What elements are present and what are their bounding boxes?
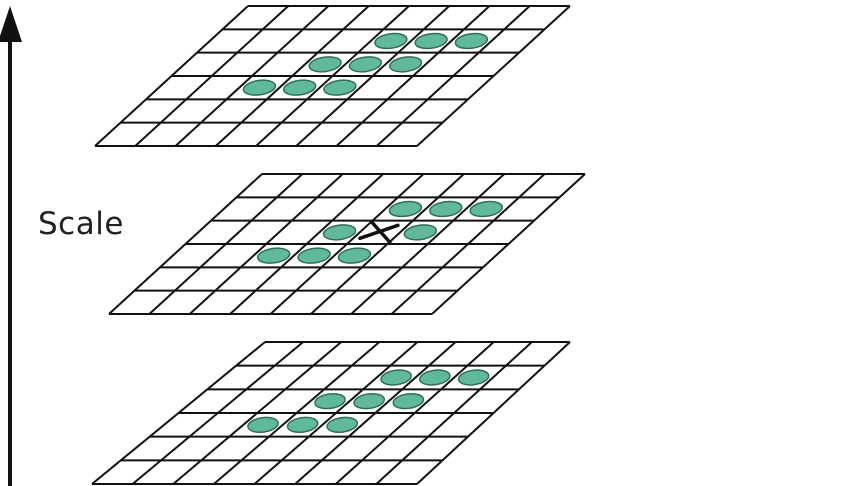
neighbor-marker <box>392 392 425 410</box>
grid-column-line <box>174 5 330 147</box>
neighbor-marker <box>314 392 346 410</box>
scale-axis-arrowhead <box>0 6 22 42</box>
grid-column-line <box>148 173 304 315</box>
neighbor-marker <box>374 32 408 50</box>
neighbor-marker <box>337 247 372 264</box>
grid-column-line <box>416 341 571 485</box>
grid-layer-upper-scale <box>94 5 571 147</box>
grid-column-line <box>215 5 370 147</box>
neighbor-marker <box>403 224 438 241</box>
grid-column-line <box>294 341 457 485</box>
neighbor-marker <box>469 200 503 218</box>
sample-point-cross <box>358 220 400 245</box>
grid-column-line <box>189 173 344 315</box>
grid-column-line <box>94 5 249 147</box>
neighbor-marker <box>380 369 413 386</box>
neighbor-marker <box>348 56 383 73</box>
grid-column-line <box>431 173 586 315</box>
grid-column-line <box>375 341 533 485</box>
grid-column-line <box>213 341 381 485</box>
grid-column-line <box>91 341 266 485</box>
neighbor-marker <box>297 247 331 264</box>
grid-column-line <box>253 341 419 485</box>
grid-column-line <box>229 173 384 315</box>
neighbor-marker <box>282 79 317 96</box>
grid-column-line <box>335 5 491 147</box>
grid-column-line <box>134 5 289 147</box>
neighbor-marker <box>457 369 490 386</box>
grid-layer-lower-scale <box>91 341 571 485</box>
scale-layers <box>91 5 586 485</box>
grid-column-line <box>376 5 531 147</box>
grid-column-line <box>269 173 425 315</box>
sample-cross-stroke <box>370 220 392 245</box>
grid-column-line <box>131 341 304 485</box>
neighbor-marker <box>388 200 423 218</box>
neighbor-marker <box>242 79 277 96</box>
neighbor-marker <box>256 247 291 264</box>
neighbor-marker <box>418 369 451 386</box>
grid-layer-current-scale <box>108 173 586 315</box>
neighbor-marker <box>414 32 448 50</box>
neighbor-marker <box>353 392 386 410</box>
neighbor-marker <box>308 56 342 73</box>
scale-axis-label: Scale <box>38 206 124 242</box>
neighbor-marker <box>454 32 489 50</box>
grid-column-line <box>335 341 495 485</box>
grid-column-line <box>350 173 505 315</box>
neighbor-marker <box>247 416 279 434</box>
grid-column-line <box>255 5 410 147</box>
neighbor-marker <box>429 200 463 218</box>
neighbor-marker <box>323 79 357 96</box>
grid-column-line <box>295 5 450 147</box>
scale-axis <box>0 6 22 486</box>
grid-column-line <box>310 173 465 315</box>
grid-column-line <box>172 341 342 485</box>
neighbor-marker <box>388 56 423 73</box>
neighbor-marker <box>286 416 319 434</box>
neighbor-marker <box>322 224 357 241</box>
grid-column-line <box>108 173 263 315</box>
grid-column-line <box>416 5 571 147</box>
grid-column-line <box>390 173 546 315</box>
neighbor-marker <box>326 416 359 434</box>
